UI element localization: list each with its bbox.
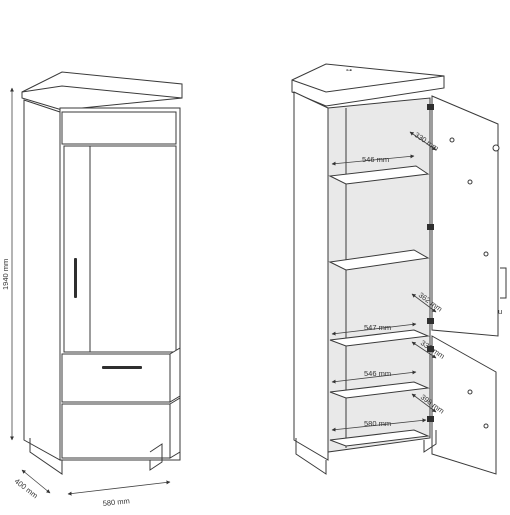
dim-base-width: 580 mm bbox=[364, 419, 391, 428]
lower-open-door bbox=[431, 335, 497, 475]
shelf-1 bbox=[328, 165, 430, 185]
open-left-side-panel bbox=[293, 91, 329, 461]
upper-open-door bbox=[431, 95, 499, 337]
hinge-icon bbox=[427, 104, 434, 110]
open-cabinet-view: ⊶ u 546 mm bbox=[291, 63, 507, 475]
drawer-front bbox=[61, 353, 171, 403]
left-door bbox=[63, 145, 91, 353]
dim-shelf-mid-width: 547 mm bbox=[364, 323, 391, 332]
dim-shelf-top-width: 546 mm bbox=[362, 155, 389, 164]
top-slab bbox=[21, 71, 183, 111]
width-label: 580 mm bbox=[102, 496, 130, 508]
hinge-icon bbox=[427, 416, 434, 422]
dim-shelf-low-width: 546 mm bbox=[364, 369, 391, 378]
left-side-panel bbox=[23, 99, 61, 461]
depth-dimension-line bbox=[21, 469, 51, 494]
open-top-slab bbox=[291, 63, 445, 107]
shelf-4 bbox=[329, 381, 430, 399]
closed-cabinet-view: 1940 mm 400 mm 580 mm bbox=[1, 71, 183, 508]
depth-label: 400 mm bbox=[13, 476, 40, 500]
open-left-leg bbox=[295, 438, 327, 475]
top-mark-icon: ⊶ bbox=[346, 68, 352, 74]
right-leg bbox=[149, 443, 163, 471]
interior-back bbox=[327, 97, 431, 453]
left-leg bbox=[29, 438, 63, 475]
hinge-icon bbox=[427, 318, 434, 324]
hinge-icon bbox=[427, 224, 434, 230]
height-label: 1940 mm bbox=[1, 259, 10, 290]
door-handle-icon bbox=[74, 258, 77, 298]
open-right-leg bbox=[423, 430, 437, 453]
top-flap bbox=[61, 111, 177, 145]
shelf-2 bbox=[328, 249, 430, 271]
width-dimension-line bbox=[67, 480, 171, 496]
door-side-handle-icon bbox=[500, 267, 507, 299]
drawer-handle-icon bbox=[102, 366, 142, 369]
shelf-5 bbox=[329, 429, 430, 447]
lower-drawer-front bbox=[61, 403, 171, 459]
side-mark: u bbox=[498, 307, 502, 316]
right-door bbox=[89, 145, 177, 353]
